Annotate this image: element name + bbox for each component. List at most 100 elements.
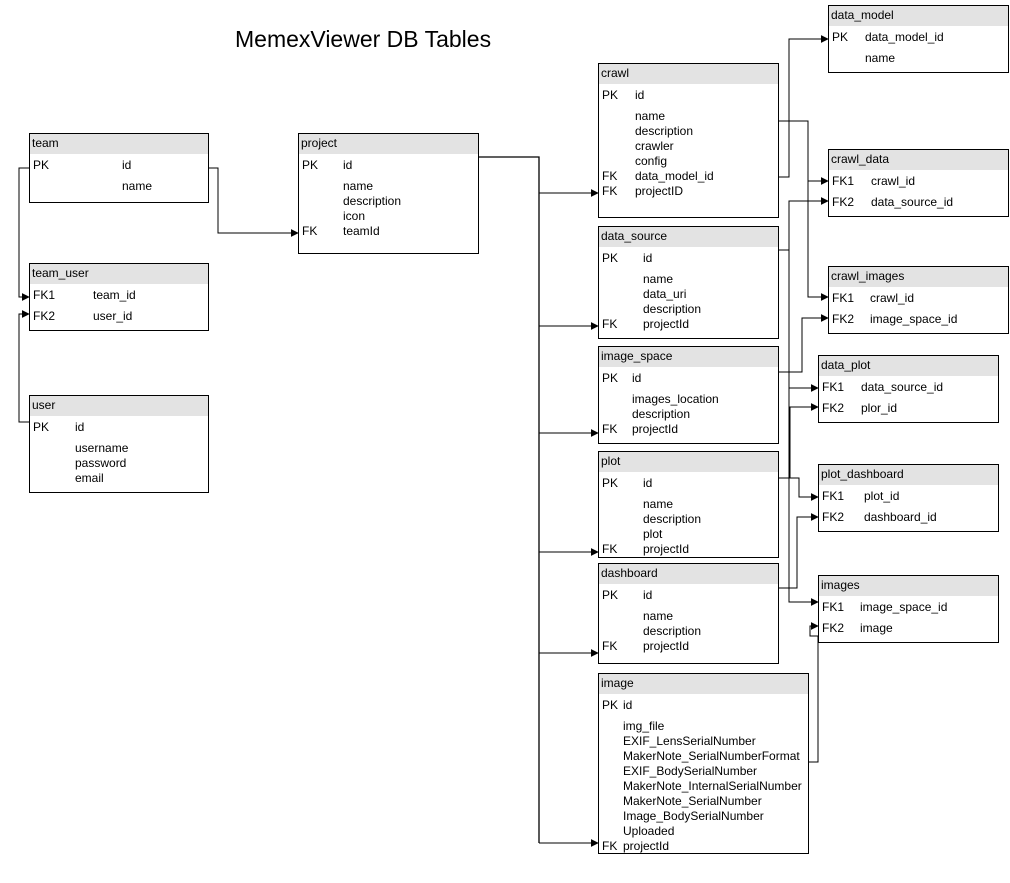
- field-name: data_uri: [643, 287, 687, 301]
- field-name: name: [865, 51, 896, 65]
- key-label: PK: [602, 88, 619, 102]
- field-name: image_space_id: [870, 312, 958, 326]
- field-name: projectId: [623, 839, 670, 853]
- field-name: name: [122, 179, 153, 193]
- connector-crawl-to-crawl_data: [779, 120, 829, 185]
- key-label: PK: [602, 371, 619, 385]
- table-header: dashboard: [599, 564, 778, 584]
- table-header: crawl_data: [829, 150, 1008, 170]
- field-name: EXIF_BodySerialNumber: [623, 764, 758, 778]
- connector-team-to-team_user: [18, 167, 30, 301]
- connector-crawl-to-data_model: [779, 35, 829, 178]
- key-label: PK: [602, 588, 619, 602]
- field-name: user_id: [93, 309, 133, 323]
- field-name: data_model_id: [635, 169, 714, 183]
- table-header: data_model: [829, 6, 1008, 26]
- table-header: team_user: [30, 264, 208, 284]
- key-label: FK: [602, 317, 618, 331]
- key-label: FK2: [822, 401, 845, 415]
- connector-data_source-to-crawl_data: [779, 197, 829, 251]
- field-name: crawl_id: [870, 291, 915, 305]
- field-name: name: [643, 272, 674, 286]
- table-header: image: [599, 674, 808, 694]
- key-label: FK: [602, 184, 618, 198]
- field-name: data_source_id: [861, 380, 944, 394]
- key-label: FK: [602, 542, 618, 556]
- field-name: img_file: [623, 719, 665, 733]
- key-label: FK: [602, 839, 618, 853]
- field-name: projectId: [632, 422, 679, 436]
- key-label: FK1: [33, 288, 56, 302]
- key-label: FK1: [822, 489, 845, 503]
- field-name: icon: [343, 209, 366, 223]
- field-name: id: [632, 371, 642, 385]
- field-name: email: [75, 471, 104, 485]
- table-header: user: [30, 396, 208, 416]
- key-label: FK1: [832, 291, 855, 305]
- field-name: description: [643, 302, 702, 316]
- key-label: FK1: [822, 600, 845, 614]
- field-name: EXIF_LensSerialNumber: [623, 734, 756, 748]
- connector-image-to-images: [809, 622, 819, 763]
- field-name: name: [635, 109, 666, 123]
- connector-project-bus: [479, 156, 540, 843]
- table-header: images: [819, 576, 998, 596]
- field-name: MakerNote_SerialNumberFormat: [623, 749, 800, 763]
- field-name: data_model_id: [865, 30, 944, 44]
- field-name: image: [860, 621, 893, 635]
- key-label: FK2: [822, 621, 845, 635]
- field-name: id: [75, 420, 85, 434]
- field-name: plot_id: [864, 489, 900, 503]
- key-label: PK: [33, 158, 50, 172]
- field-name: id: [623, 698, 633, 712]
- field-name: Uploaded: [623, 824, 675, 838]
- field-name: team_id: [93, 288, 136, 302]
- diagram-title: MemexViewer DB Tables: [235, 26, 492, 52]
- field-name: description: [632, 407, 691, 421]
- field-name: teamId: [343, 224, 380, 238]
- field-name: description: [635, 124, 694, 138]
- connector-image_space-to-crawl_images: [779, 314, 829, 373]
- key-label: FK: [602, 639, 618, 653]
- table-header: crawl: [599, 64, 778, 84]
- field-name: name: [643, 609, 674, 623]
- key-label: FK1: [832, 174, 855, 188]
- field-name: name: [643, 497, 674, 511]
- key-label: FK2: [822, 510, 845, 524]
- key-label: FK2: [832, 312, 855, 326]
- field-name: config: [635, 154, 668, 168]
- table-header: plot_dashboard: [819, 465, 998, 485]
- field-name: id: [643, 588, 653, 602]
- table-header: project: [299, 134, 478, 154]
- connector-dashboard-to-plot_dashboard: [779, 513, 819, 589]
- field-name: MakerNote_InternalSerialNumber: [623, 779, 802, 793]
- key-label: PK: [33, 420, 50, 434]
- table-header: data_source: [599, 227, 778, 247]
- key-label: FK: [602, 169, 618, 183]
- field-name: crawl_id: [871, 174, 916, 188]
- connector-team-to-project: [209, 167, 299, 237]
- field-name: password: [75, 456, 127, 470]
- field-name: images_location: [632, 392, 719, 406]
- field-name: dashboard_id: [864, 510, 937, 524]
- key-label: PK: [832, 30, 849, 44]
- table-header: team: [30, 134, 208, 154]
- field-name: id: [635, 88, 645, 102]
- field-name: plot: [643, 527, 663, 541]
- field-name: projectId: [643, 639, 690, 653]
- field-name: image_space_id: [860, 600, 948, 614]
- field-name: projectID: [635, 184, 684, 198]
- connector-plot-to-plot_dashboard: [779, 477, 819, 501]
